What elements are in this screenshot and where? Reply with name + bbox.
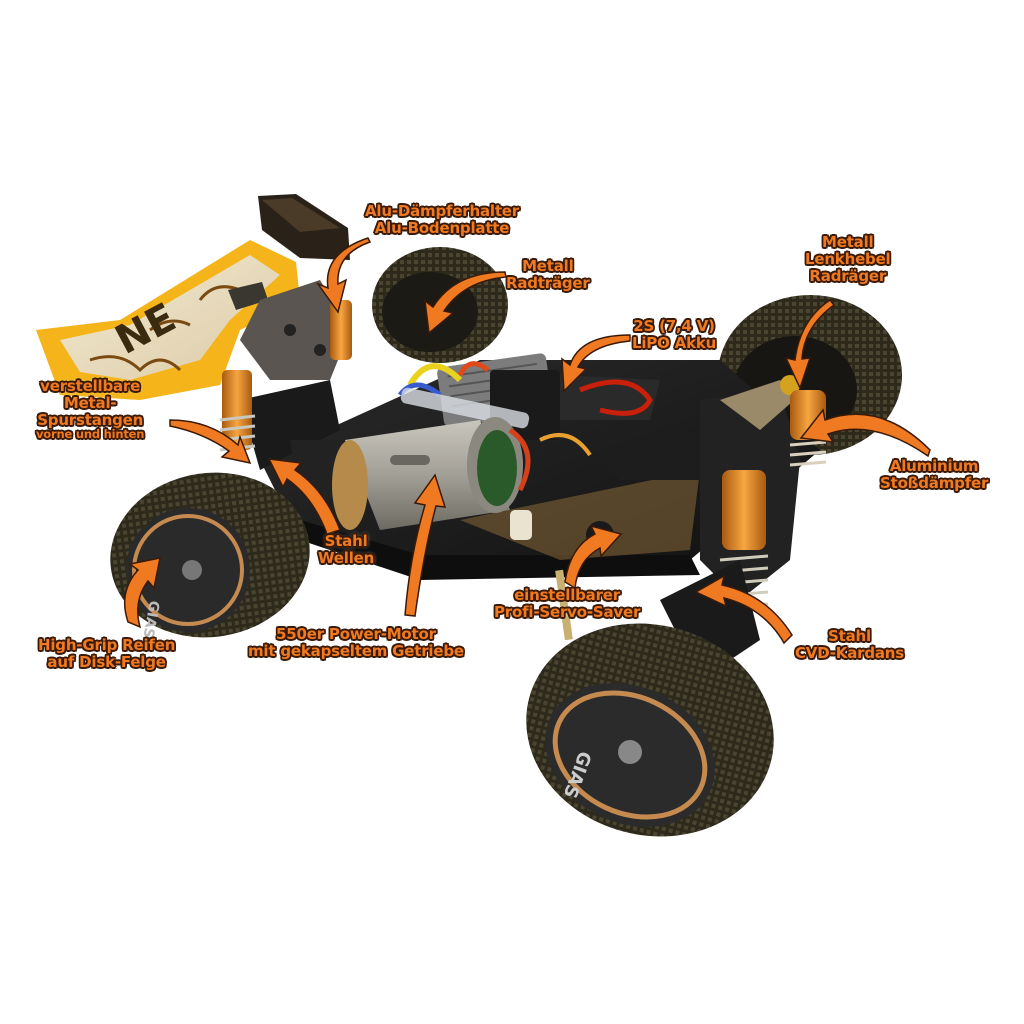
front-left-wheel: GIAS xyxy=(526,623,774,837)
callout-shocks: Aluminium Stoßdämpfer xyxy=(880,457,989,492)
callout-cvd: Stahl CVD-Kardans xyxy=(795,627,904,662)
wheel-decal-text: GIAS xyxy=(140,599,162,639)
callout-arrows xyxy=(123,237,931,645)
callout-shock-mount: Alu-Dämpferhalter Alu-Bodenplatte xyxy=(365,202,519,237)
callout-servo-saver: einstellbarer Profi-Servo-Saver xyxy=(494,586,641,621)
callout-tie-rods: verstellbare Metal- Spurstangen vorne un… xyxy=(36,377,145,442)
callout-shafts: Stahl Wellen xyxy=(318,532,375,567)
motor xyxy=(332,417,592,540)
callout-motor: 550er Power-Motor mit gekapseltem Getrie… xyxy=(248,625,464,660)
callout-steering: Metall Lenkhebel Radräger xyxy=(805,233,891,285)
callout-tires: High-Grip Reifen auf Disk-Felge xyxy=(38,636,176,671)
callout-rear-hub: Metall Radträger xyxy=(506,257,590,292)
rear-left-wheel: GIAS xyxy=(110,472,310,639)
callout-battery: 2S (7,4 V) LiPO Akku xyxy=(632,317,717,352)
